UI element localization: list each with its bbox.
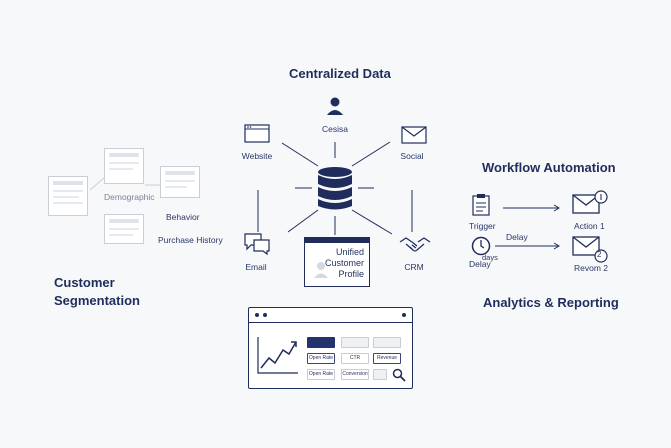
- delay-label: Delay: [506, 232, 528, 242]
- spoke-crm: [351, 209, 393, 235]
- email-label: Email: [245, 262, 267, 272]
- customer-segmentation-title: Customer Segmentation: [54, 274, 140, 310]
- delay-icon-label: Delay: [469, 259, 491, 269]
- spoke-email: [287, 209, 319, 233]
- segment-doc-1: [48, 176, 88, 216]
- profile-line-2: Customer: [324, 258, 364, 268]
- chat-icon: [244, 233, 270, 256]
- database-icon: [318, 167, 352, 210]
- behavior-label: Behavior: [166, 212, 200, 222]
- days-label: days: [482, 253, 498, 262]
- trigger-label: Trigger: [469, 221, 496, 231]
- social-label: Social: [400, 151, 424, 161]
- demographic-label: Demographic: [104, 192, 155, 202]
- browser-icon: [244, 124, 270, 143]
- spoke-social: [351, 141, 391, 167]
- purchase-history-label: Purchase History: [158, 235, 223, 245]
- metric-tile-ghost-1[interactable]: [341, 337, 369, 348]
- ctr-tile[interactable]: CTR: [341, 353, 369, 364]
- revom-envelope-icon: [572, 236, 608, 263]
- metric-tile-ghost-3[interactable]: [373, 369, 387, 380]
- revom-badge: 2: [597, 250, 602, 259]
- centralized-data-title: Centralized Data: [289, 66, 391, 81]
- conversion-tile[interactable]: Conversion: [341, 369, 369, 380]
- magnifier-icon[interactable]: [392, 368, 406, 382]
- profile-line-3: Profile: [338, 269, 364, 279]
- profile-line-1: Unified: [335, 247, 364, 257]
- revenue-tile[interactable]: Revenue: [373, 353, 401, 364]
- arrowhead-2: [553, 242, 560, 250]
- action-envelope-icon: [572, 190, 608, 214]
- segment-doc-2: [104, 148, 144, 184]
- clock-icon: [471, 236, 491, 256]
- analytics-reporting-title: Analytics & Reporting: [483, 295, 619, 310]
- arrowhead-1: [553, 204, 560, 212]
- trend-chart-icon: [257, 337, 298, 374]
- envelope-icon: [401, 126, 427, 144]
- action-1-label: Action 1: [574, 221, 605, 231]
- workflow-automation-title: Workflow Automation: [482, 160, 616, 175]
- crm-label: CRM: [404, 262, 424, 272]
- profile-user-icon: [314, 262, 328, 278]
- segmentation-title-line-2: Segmentation: [54, 293, 140, 308]
- segment-doc-3: [104, 214, 144, 244]
- open-rate-tile-2[interactable]: Open Rate: [307, 369, 335, 380]
- seg-link-1: [89, 177, 105, 191]
- unified-profile-card[interactable]: Unified Customer Profile: [304, 237, 370, 287]
- top-source-label: Cesisa: [322, 124, 348, 134]
- website-label: Website: [241, 151, 273, 161]
- open-rate-tile-1[interactable]: Open Rate: [307, 353, 335, 364]
- clipboard-icon: [472, 194, 490, 216]
- segmentation-title-line-1: Customer: [54, 275, 115, 290]
- metric-tile-filled[interactable]: [307, 337, 335, 348]
- segment-doc-4: [160, 166, 200, 198]
- handshake-icon: [399, 237, 431, 252]
- metric-tile-ghost-2[interactable]: [373, 337, 401, 348]
- analytics-dashboard[interactable]: Open Rate CTR Revenue Open Rate Conversi…: [248, 307, 413, 389]
- revom-label: Revom 2: [574, 263, 609, 273]
- spoke-website: [281, 142, 319, 167]
- user-icon: [327, 97, 343, 115]
